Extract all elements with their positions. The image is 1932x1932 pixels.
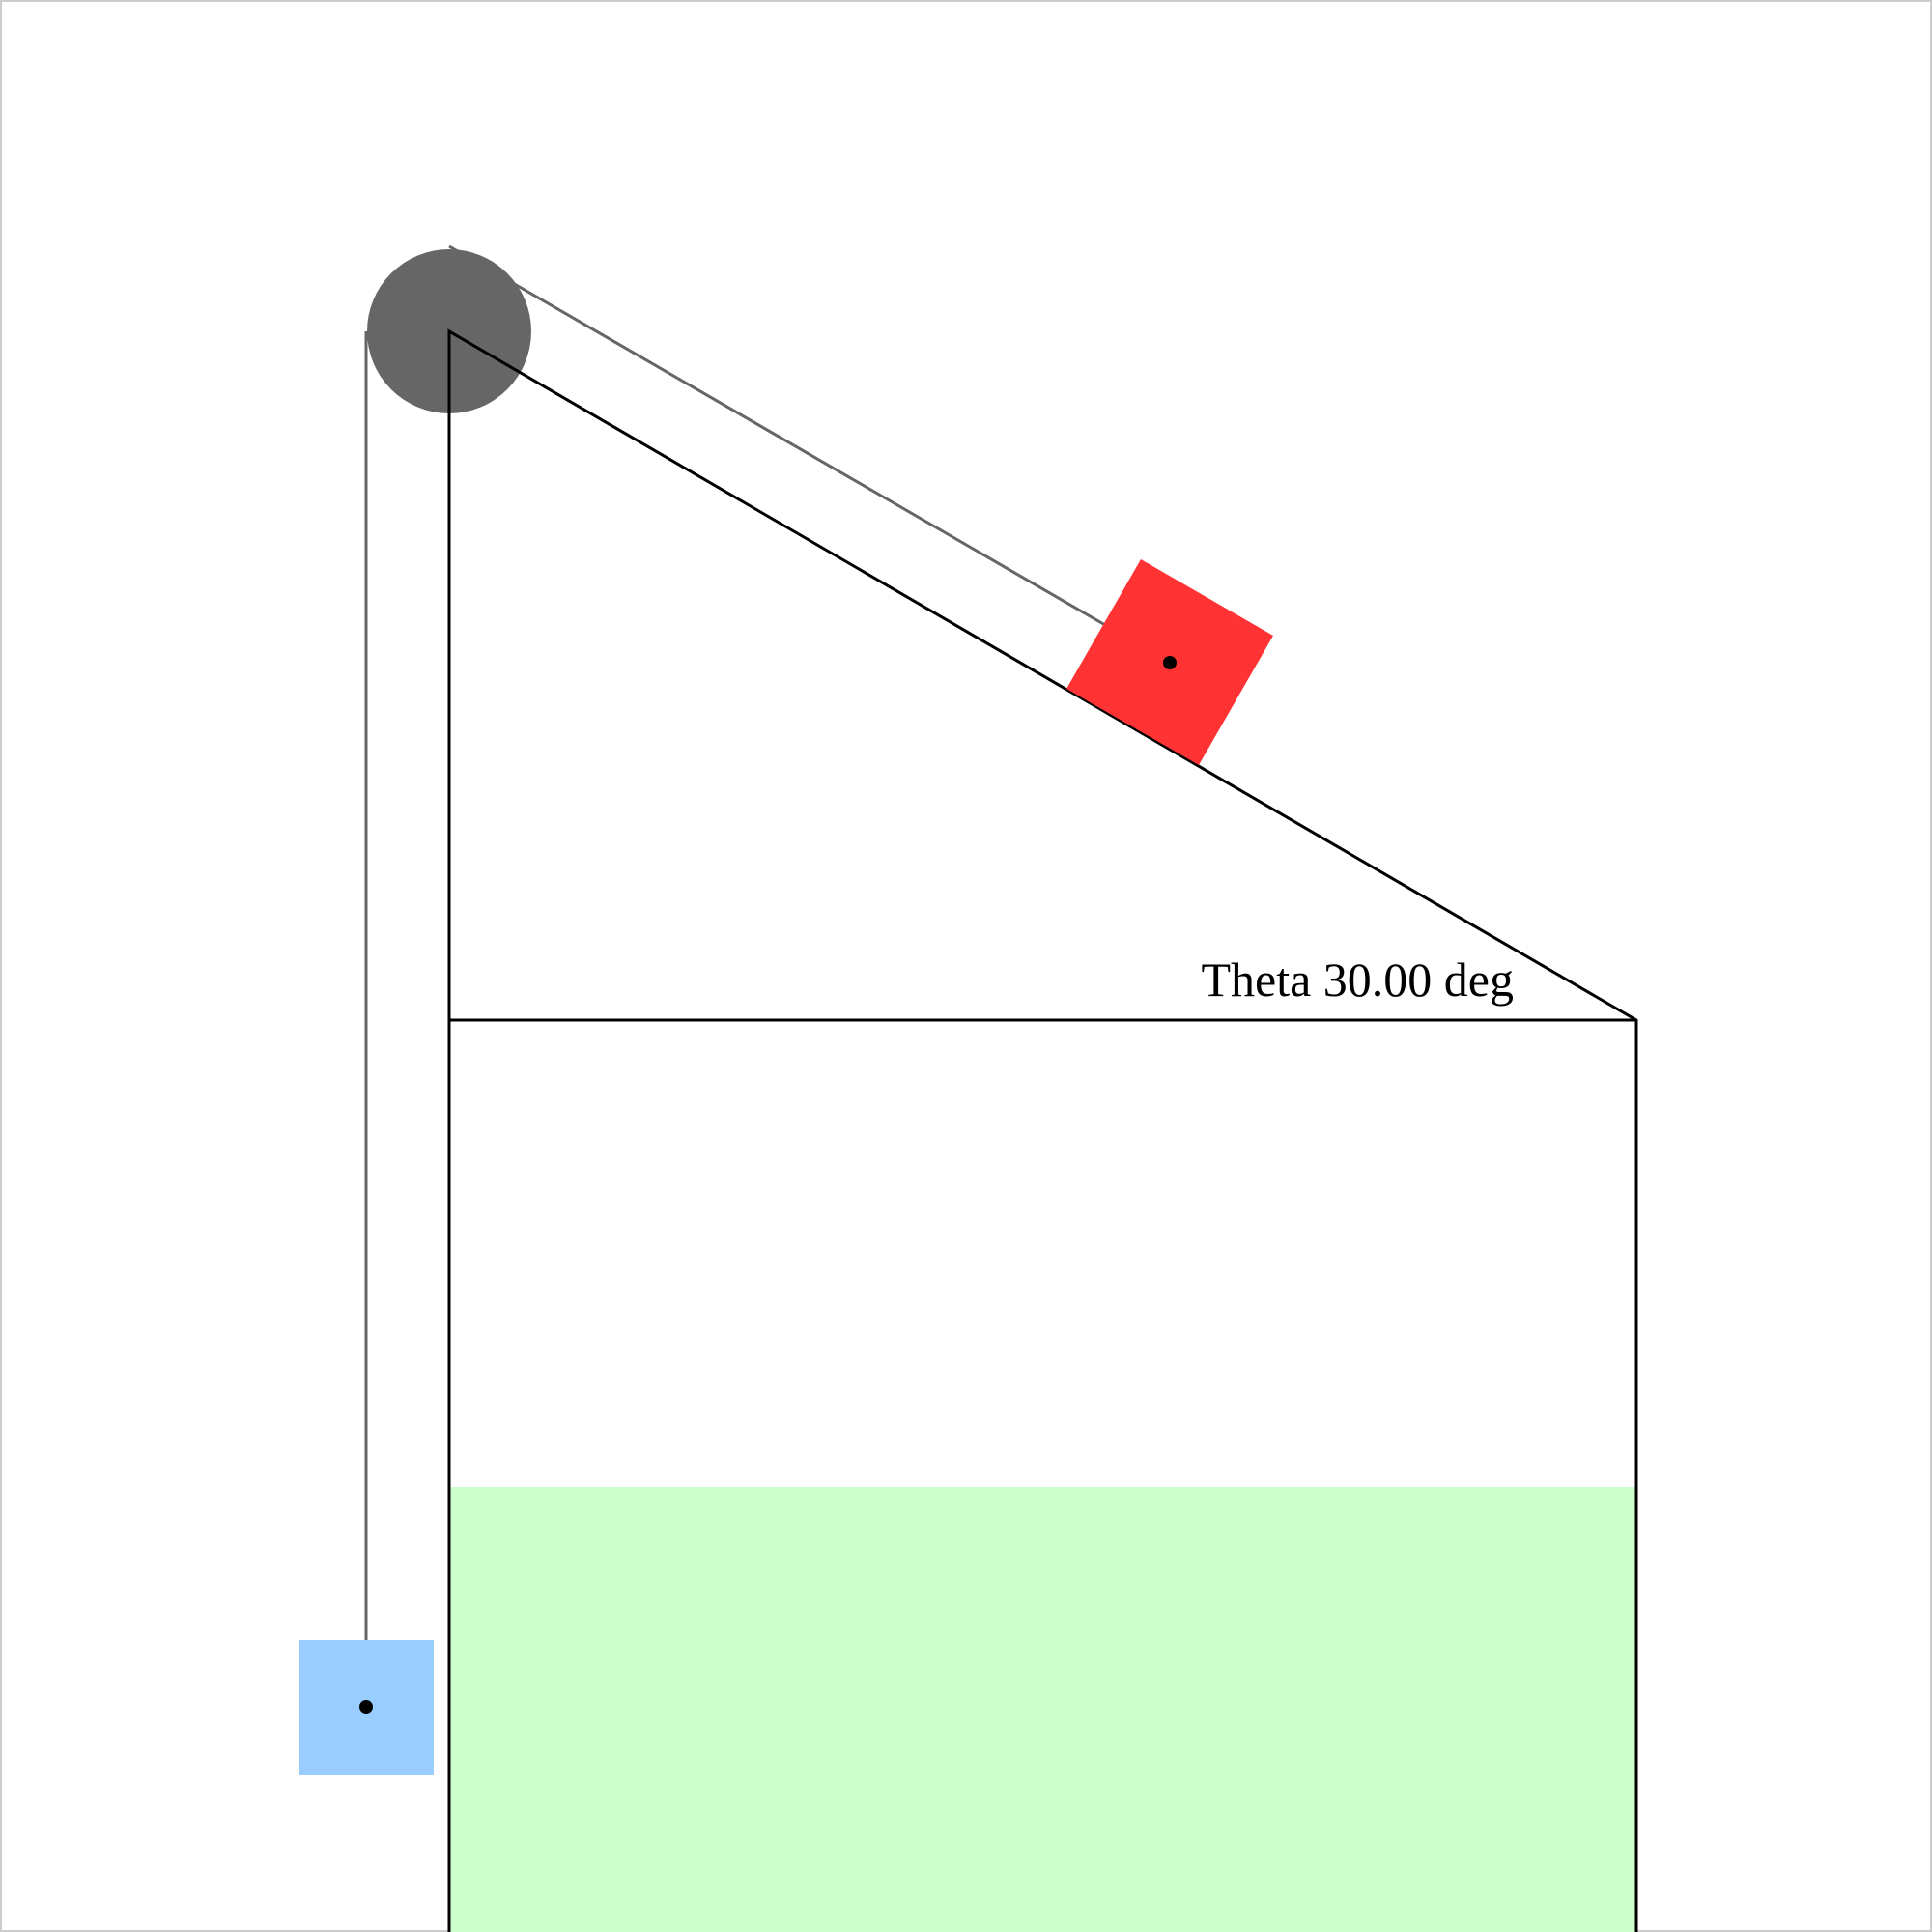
fluid-region <box>449 1487 1635 1932</box>
incline-outline <box>447 328 1638 1932</box>
block-on-incline-center-dot <box>1163 656 1177 669</box>
angle-label: Theta 30.00 deg <box>1201 952 1514 1007</box>
incline-string <box>448 244 1106 627</box>
hanging-block-center-dot <box>359 1700 373 1714</box>
